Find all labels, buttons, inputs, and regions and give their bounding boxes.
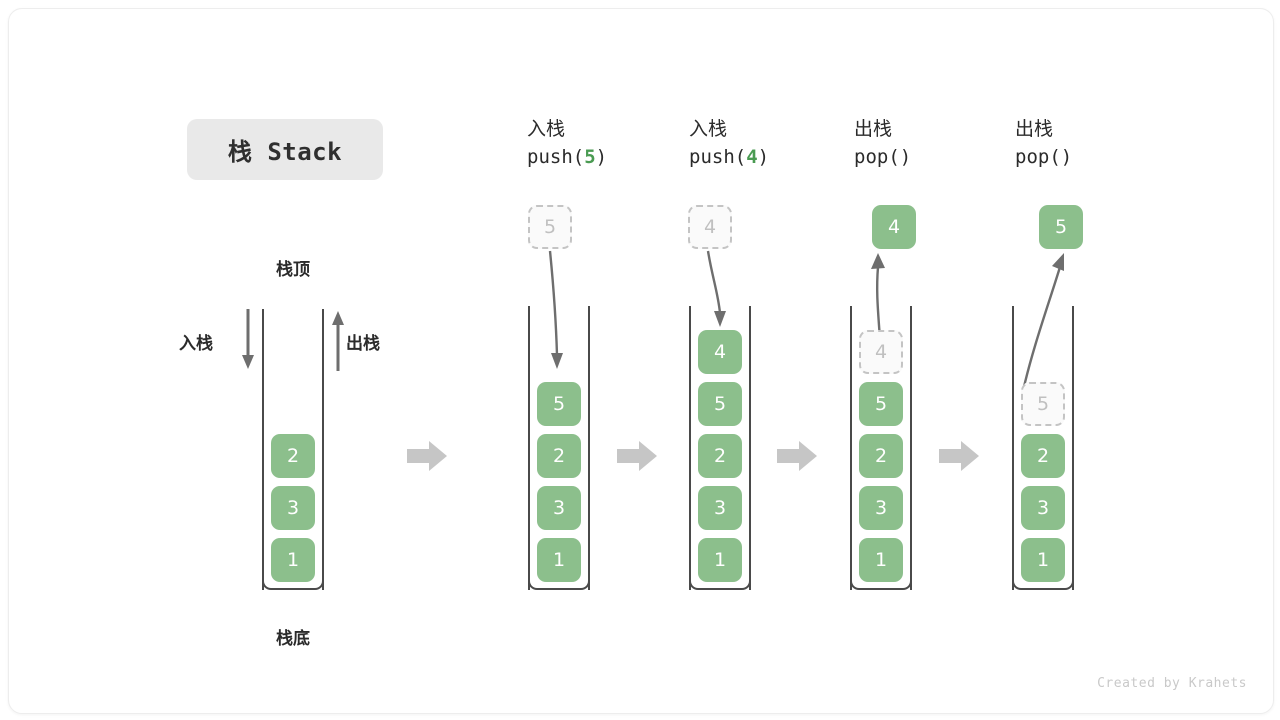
column-header: 出栈 pop() xyxy=(854,116,911,171)
column-header-cn: 入栈 xyxy=(527,118,566,140)
push-direction-arrow xyxy=(239,309,257,371)
column-header-code: push(4) xyxy=(689,144,769,172)
stack-box: 1 xyxy=(698,538,742,582)
tube-wall-right xyxy=(588,306,590,590)
column-header-code: pop() xyxy=(854,144,911,172)
column-push-4: 入栈 push(4) 4 4 5 2 3 1 xyxy=(9,9,1273,713)
column-pop-5: 出栈 pop() 5 5 2 3 1 xyxy=(9,9,1273,713)
stack-box: 1 xyxy=(271,538,315,582)
ghost-stack-box: 4 xyxy=(859,330,903,374)
column-header: 入栈 push(5) xyxy=(527,116,607,171)
column-header-code: push(5) xyxy=(527,144,607,172)
floating-box: 4 xyxy=(688,205,732,249)
column-header: 入栈 push(4) xyxy=(689,116,769,171)
floating-box: 5 xyxy=(528,205,572,249)
pop-label: 出栈 xyxy=(346,334,380,354)
push-motion-arrow xyxy=(528,250,588,376)
column-header-cn: 出栈 xyxy=(1015,118,1054,140)
footer-credit: Created by Krahets xyxy=(1097,676,1247,691)
stack-box: 2 xyxy=(698,434,742,478)
stack-tube xyxy=(262,309,324,590)
stack-box: 2 xyxy=(537,434,581,478)
stack-box: 3 xyxy=(1021,486,1065,530)
stack-bottom-label: 栈底 xyxy=(276,629,310,649)
stack-box: 3 xyxy=(271,486,315,530)
column-pop-4: 出栈 pop() 4 4 5 2 3 1 xyxy=(9,9,1273,713)
step-arrow xyxy=(939,439,979,473)
stack-box: 1 xyxy=(1021,538,1065,582)
step-arrow xyxy=(407,439,447,473)
tube-wall-left xyxy=(262,309,264,590)
pop-direction-arrow xyxy=(329,309,347,371)
push-motion-arrow xyxy=(688,250,748,361)
page-title: 栈 Stack xyxy=(227,138,343,166)
tube-floor xyxy=(528,574,590,590)
step-arrow xyxy=(617,439,657,473)
column-push-5: 入栈 push(5) 5 5 2 3 1 xyxy=(9,9,1273,713)
code-prefix: pop( xyxy=(854,145,900,168)
pop-motion-arrow xyxy=(1009,251,1079,396)
push-label: 入栈 xyxy=(179,334,213,354)
stack-boxes: 4 5 2 3 1 xyxy=(859,330,903,582)
stack-box: 2 xyxy=(1021,434,1065,478)
tube-wall-left xyxy=(528,306,530,590)
column-header-cn: 出栈 xyxy=(854,118,893,140)
tube-floor xyxy=(1012,574,1074,590)
diagram-title-badge: 栈 Stack xyxy=(187,119,383,180)
code-prefix: push( xyxy=(527,145,585,168)
stack-top-label: 栈顶 xyxy=(276,260,310,280)
tube-floor xyxy=(850,574,912,590)
stack-box: 5 xyxy=(698,382,742,426)
tube-wall-left xyxy=(1012,306,1014,590)
stack-tube xyxy=(850,306,912,590)
tube-floor xyxy=(689,574,751,590)
code-prefix: push( xyxy=(689,145,747,168)
stack-box: 1 xyxy=(859,538,903,582)
tube-wall-left xyxy=(850,306,852,590)
stack-tube xyxy=(1012,306,1074,590)
code-suffix: ) xyxy=(595,145,608,168)
code-arg: 5 xyxy=(584,145,596,168)
column-initial: 栈顶 栈底 入栈 出栈 2 3 1 xyxy=(9,9,1273,713)
stack-box: 5 xyxy=(859,382,903,426)
code-arg: 4 xyxy=(746,145,758,168)
stack-box: 3 xyxy=(859,486,903,530)
stack-boxes: 2 3 1 xyxy=(271,434,315,582)
column-header-cn: 入栈 xyxy=(689,118,728,140)
stack-box: 3 xyxy=(698,486,742,530)
floating-box: 4 xyxy=(872,205,916,249)
column-header-code: pop() xyxy=(1015,144,1072,172)
stack-box: 2 xyxy=(271,434,315,478)
floating-box: 5 xyxy=(1039,205,1083,249)
column-header: 出栈 pop() xyxy=(1015,116,1072,171)
stack-box: 3 xyxy=(537,486,581,530)
stack-box: 4 xyxy=(698,330,742,374)
stack-boxes: 5 2 3 1 xyxy=(1021,382,1065,582)
stack-tube xyxy=(689,306,751,590)
diagram-card: 栈 Stack 栈顶 栈底 入栈 出栈 xyxy=(8,8,1274,714)
tube-floor xyxy=(262,574,324,590)
ghost-stack-box: 5 xyxy=(1021,382,1065,426)
code-suffix: ) xyxy=(757,145,770,168)
stack-boxes: 5 2 3 1 xyxy=(537,382,581,582)
tube-wall-right xyxy=(322,309,324,590)
tube-wall-right xyxy=(910,306,912,590)
tube-wall-right xyxy=(749,306,751,590)
stack-box: 5 xyxy=(537,382,581,426)
step-arrow xyxy=(777,439,817,473)
stack-tube xyxy=(528,306,590,590)
tube-wall-right xyxy=(1072,306,1074,590)
code-suffix: ) xyxy=(899,145,912,168)
stack-box: 2 xyxy=(859,434,903,478)
code-suffix: ) xyxy=(1060,145,1073,168)
tube-wall-left xyxy=(689,306,691,590)
stack-box: 1 xyxy=(537,538,581,582)
code-prefix: pop( xyxy=(1015,145,1061,168)
stack-boxes: 4 5 2 3 1 xyxy=(698,330,742,582)
